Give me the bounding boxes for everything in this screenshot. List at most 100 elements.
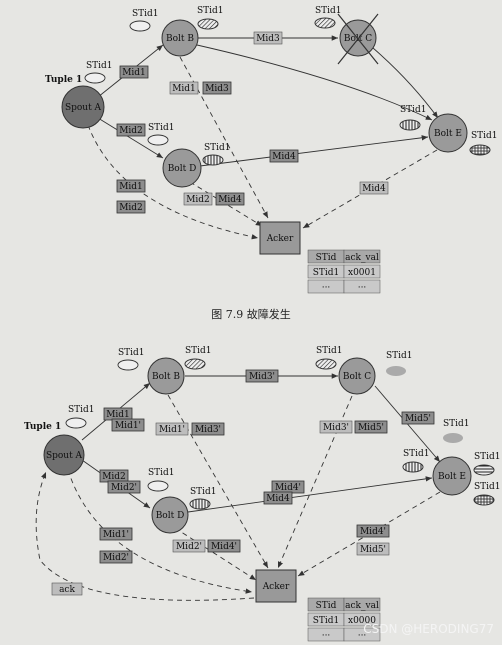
stid-label: STid1 bbox=[474, 452, 501, 462]
bolt-d-node bbox=[162, 148, 202, 188]
stid-grid-oval bbox=[473, 494, 495, 506]
msg-mid2p: Mid2' bbox=[111, 483, 137, 493]
msg-mid1p: Mid1' bbox=[159, 425, 185, 435]
bolt-d-label: Bolt D bbox=[156, 511, 185, 521]
stid-label: STid1 bbox=[474, 482, 501, 492]
spout-a-label: Spout A bbox=[46, 451, 83, 461]
msg-mid3p: Mid3' bbox=[323, 423, 349, 433]
msg-mid4p: Mid4' bbox=[275, 483, 301, 493]
table-header: STid bbox=[316, 601, 337, 611]
stid-filled-oval bbox=[386, 366, 406, 376]
stid-label: STid1 bbox=[403, 449, 430, 459]
table-cell: STid1 bbox=[313, 268, 340, 278]
acker-label: Acker bbox=[262, 582, 290, 592]
msg-mid3p: Mid3' bbox=[249, 372, 275, 382]
msg-box bbox=[51, 582, 83, 596]
msg-box bbox=[99, 527, 133, 541]
stid-filled-oval bbox=[443, 433, 463, 443]
acker-box bbox=[255, 569, 297, 603]
bolt-b-label: Bolt B bbox=[166, 34, 194, 44]
msg-box bbox=[207, 539, 241, 553]
stid-grid-oval bbox=[469, 144, 491, 156]
msg-mid2p: Mid2' bbox=[103, 553, 129, 563]
stid-label: STid1 bbox=[204, 143, 231, 153]
stid-label: STid1 bbox=[386, 351, 413, 361]
stid-oval bbox=[129, 20, 151, 32]
msg-box bbox=[119, 65, 149, 79]
msg-box bbox=[215, 192, 245, 206]
msg-mid4: Mid4 bbox=[266, 494, 290, 504]
figure-2: Spout A Tuple 1 Bolt B Bolt C Bolt D Bol… bbox=[24, 346, 501, 642]
stid-label: STid1 bbox=[197, 6, 224, 16]
msg-box bbox=[99, 550, 133, 564]
msg-box bbox=[183, 192, 213, 206]
dash-a-acker bbox=[67, 469, 253, 594]
msg-mid4: Mid4 bbox=[362, 184, 386, 194]
msg-mid1: Mid1 bbox=[172, 84, 196, 94]
spout-a-label: Spout A bbox=[65, 103, 102, 113]
msg-box bbox=[172, 539, 206, 553]
dash-ack-return bbox=[35, 471, 255, 601]
table-header: ack_val bbox=[345, 253, 379, 263]
fault-cross-line bbox=[337, 13, 379, 65]
bolt-d-node bbox=[151, 496, 189, 534]
stid-label: STid1 bbox=[190, 487, 217, 497]
stid-hatched-oval bbox=[314, 17, 336, 29]
msg-box bbox=[116, 123, 146, 137]
stid-oval bbox=[65, 417, 87, 429]
figure-caption: 图 7.9 故障发生 bbox=[211, 307, 291, 321]
msg-mid1p: Mid1' bbox=[115, 421, 141, 431]
msg-box bbox=[191, 422, 225, 436]
dash-d-acker bbox=[174, 527, 257, 581]
msg-mid2: Mid2 bbox=[119, 203, 143, 213]
stid-hatched-oval bbox=[315, 358, 337, 370]
msg-box bbox=[169, 81, 199, 95]
msg-box bbox=[359, 181, 389, 195]
msg-mid3p: Mid3' bbox=[195, 425, 221, 435]
msg-box bbox=[269, 149, 299, 163]
table-header: ack_val bbox=[345, 601, 379, 611]
table-cell: ··· bbox=[322, 631, 331, 641]
dash-b-acker bbox=[167, 394, 269, 569]
stid-label: STid1 bbox=[148, 123, 175, 133]
msg-box bbox=[401, 411, 435, 425]
acker-box bbox=[259, 221, 301, 255]
stid-label: STid1 bbox=[400, 105, 427, 115]
stid-label: STid1 bbox=[148, 468, 175, 478]
msg-box bbox=[319, 420, 353, 434]
watermark: CSDN @HERODING77 bbox=[363, 622, 494, 636]
bolt-d-label: Bolt D bbox=[168, 164, 197, 174]
table-header: STid bbox=[316, 253, 337, 263]
msg-mid1: Mid1 bbox=[106, 410, 130, 420]
msg-box bbox=[253, 31, 283, 45]
acker-label: Acker bbox=[266, 234, 294, 244]
stid-label: STid1 bbox=[68, 405, 95, 415]
edge-d-e bbox=[187, 476, 433, 513]
msg-mid1p: Mid1' bbox=[103, 530, 129, 540]
edge-a-d bbox=[97, 117, 164, 159]
stid-label: STid1 bbox=[316, 346, 343, 356]
msg-mid4p: Mid4' bbox=[211, 542, 237, 552]
stid-label: STid1 bbox=[132, 9, 159, 19]
figure-1: Spout A Tuple 1 Bolt B Bolt C Bolt D Bol… bbox=[45, 6, 498, 294]
msg-box bbox=[356, 542, 390, 556]
table-cell: x0001 bbox=[348, 268, 376, 278]
dash-e-acker bbox=[302, 149, 438, 229]
bolt-b-label: Bolt B bbox=[152, 372, 180, 382]
msg-ack: ack bbox=[59, 585, 75, 595]
msg-mid5p: Mid5' bbox=[360, 545, 386, 555]
msg-box bbox=[116, 179, 146, 193]
spout-a-node bbox=[43, 434, 85, 476]
stid-label: STid1 bbox=[86, 61, 113, 71]
ack-table: STid ack_val STid1 x0001 ··· ··· bbox=[307, 249, 381, 294]
bolt-c-label: Bolt C bbox=[343, 372, 371, 382]
bolt-c-node bbox=[339, 19, 377, 57]
msg-mid3: Mid3 bbox=[256, 34, 280, 44]
stid-label: STid1 bbox=[185, 346, 212, 356]
edge-b-e bbox=[196, 44, 433, 121]
msg-mid1: Mid1 bbox=[119, 182, 143, 192]
msg-box bbox=[202, 81, 232, 95]
bolt-e-node bbox=[428, 113, 468, 153]
msg-mid5p: Mid5' bbox=[405, 414, 431, 424]
msg-box bbox=[116, 200, 146, 214]
